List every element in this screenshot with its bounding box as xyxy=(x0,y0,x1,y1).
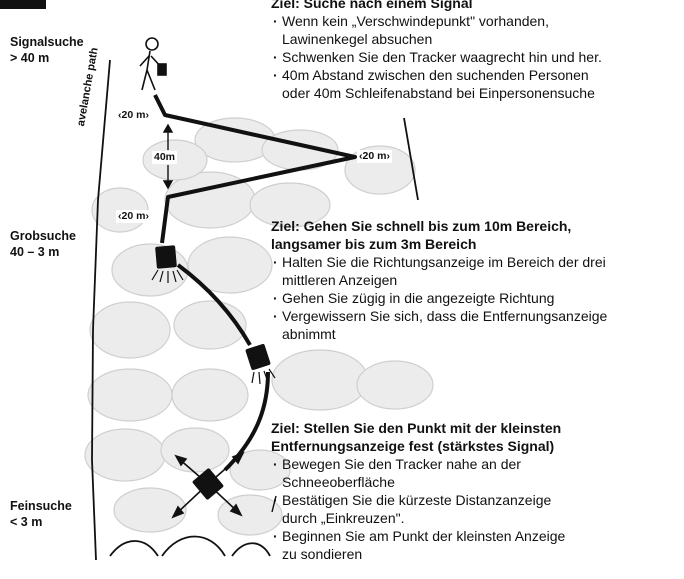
searcher-figure xyxy=(139,37,167,91)
distance-label: ‹20 m› xyxy=(116,210,151,223)
phase-label-signal: Signalsuche > 40 m xyxy=(10,35,84,65)
section-fine-search: Ziel: Stellen Sie den Punkt mit der klei… xyxy=(271,419,681,563)
section-title: Ziel: Gehen Sie schnell bis zum 10m Bere… xyxy=(271,218,572,252)
distance-value: 20 m xyxy=(362,150,387,162)
bullet-item: Halten Sie die Richtungsanzeige im Berei… xyxy=(271,253,681,289)
bullet-item: Gehen Sie zügig in die angezeigte Richtu… xyxy=(271,289,681,307)
avalanche-path-right-edge xyxy=(403,117,419,201)
coarse-search-curve xyxy=(176,263,252,346)
section-coarse-search: Ziel: Gehen Sie schnell bis zum 10m Bere… xyxy=(271,217,681,343)
phase-label-fine: Feinsuche < 3 m xyxy=(10,499,72,529)
bullet-item: Wenn kein „Verschwindepunkt" vorhanden, … xyxy=(271,12,681,48)
section-signal-search: Ziel: Suche nach einem Signal Wenn kein … xyxy=(271,0,681,102)
avalanche-path-left-edge xyxy=(91,59,111,561)
bullet-item: 40m Abstand zwischen den suchenden Perso… xyxy=(271,66,681,102)
section-title: Ziel: Suche nach einem Signal xyxy=(271,0,473,11)
phase-label-coarse: Grobsuche 40 – 3 m xyxy=(10,229,76,259)
bullet-list: Bewegen Sie den Tracker nahe an der Schn… xyxy=(271,455,681,563)
bullet-list: Wenn kein „Verschwindepunkt" vorhanden, … xyxy=(271,12,681,102)
distance-value: 20 m xyxy=(121,210,146,222)
bullet-item: Bewegen Sie den Tracker nahe an der Schn… xyxy=(271,455,681,491)
transceiver-icon xyxy=(151,245,184,283)
snow-surface-mounds xyxy=(109,535,271,557)
forty-meter-bracket xyxy=(162,123,174,190)
bullet-item: Vergewissern Sie sich, dass die Entfernu… xyxy=(271,307,681,343)
bullet-item: Schwenken Sie den Tracker waagrecht hin … xyxy=(271,48,681,66)
distance-value: 20 m xyxy=(121,109,146,121)
search-path-line xyxy=(153,94,357,244)
distance-label: ‹20 m› xyxy=(357,150,392,163)
corner-tab xyxy=(0,0,46,9)
bullet-item: Beginnen Sie am Punkt der kleinsten Anze… xyxy=(271,527,681,563)
gap-distance-label: 40m xyxy=(152,151,178,164)
cross-arrows xyxy=(171,451,245,519)
bullet-item: Bestätigen Sie die kürzeste Distanzanzei… xyxy=(271,491,681,527)
bullet-list: Halten Sie die Richtungsanzeige im Berei… xyxy=(271,253,681,343)
section-title: Ziel: Stellen Sie den Punkt mit der klei… xyxy=(271,420,562,454)
transceiver-icon xyxy=(245,343,276,385)
distance-label: ‹20 m› xyxy=(116,109,151,122)
